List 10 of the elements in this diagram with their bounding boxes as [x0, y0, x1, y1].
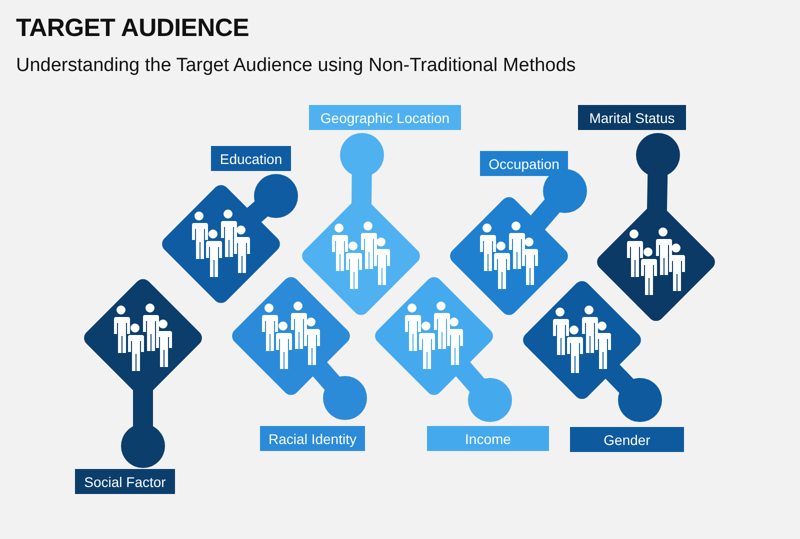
category-label: Occupation: [480, 151, 568, 176]
category-label: Income: [427, 426, 549, 451]
category-label: Education: [211, 146, 291, 171]
category-label: Racial Identity: [260, 426, 365, 451]
subtitle: Understanding the Target Audience using Non-Traditional Methods: [16, 55, 576, 77]
category-label: Marital Status: [578, 105, 686, 130]
category-label: Geographic Location: [309, 105, 461, 130]
category-label: Gender: [570, 427, 684, 452]
category-label: Social Factor: [75, 469, 175, 494]
title: TARGET AUDIENCE: [16, 14, 250, 43]
